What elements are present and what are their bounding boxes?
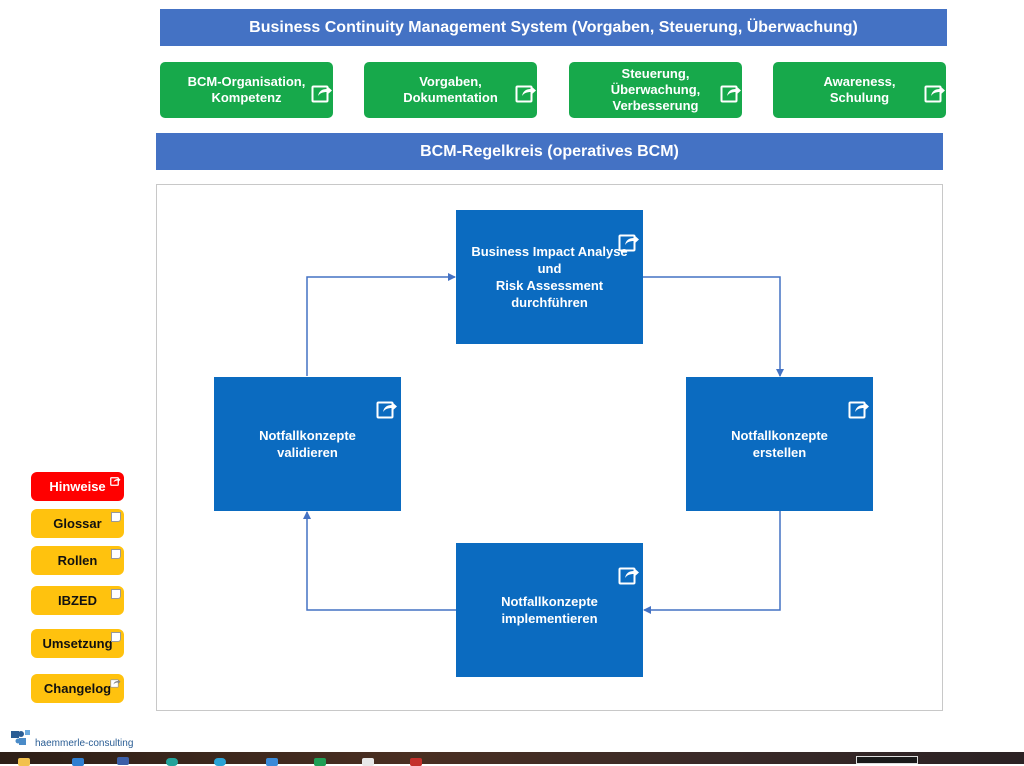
note-icon [111,512,121,522]
app-icon[interactable] [166,758,178,766]
pillar-label: BCM-Organisation, Kompetenz [187,74,306,105]
pillar-steuerung[interactable]: Steuerung, Überwachung, Verbesserung [569,62,742,118]
pillar-label: Awareness, Schulung [823,74,896,105]
page-title-text: Business Continuity Management System (V… [249,18,858,36]
button-label: Rollen [57,553,98,568]
puzzle-logo-icon [11,730,30,745]
step-business-impact-analyse[interactable]: Business Impact Analyse und Risk Assessm… [456,210,643,344]
thumbnail-preview[interactable] [856,756,918,764]
app-icon[interactable] [117,757,129,765]
glossar-button[interactable]: Glossar [31,509,124,538]
external-link-icon [110,474,121,486]
button-label: IBZED [58,593,97,608]
app-icon[interactable] [314,758,326,766]
logo-text: haemmerle-consulting [35,738,134,749]
app-icon[interactable] [410,758,422,766]
app-icon[interactable] [266,758,278,766]
note-icon [111,549,121,559]
button-label: Umsetzung [42,636,113,651]
external-link-icon[interactable] [720,65,741,103]
external-link-icon [110,676,121,688]
external-link-icon[interactable] [515,65,536,103]
company-logo: haemmerle-consulting [9,728,149,749]
app-icon[interactable] [72,758,84,766]
step-notfallkonzepte-implementieren[interactable]: Notfallkonzepte implementieren [456,543,643,677]
cycle-title: BCM-Regelkreis (operatives BCM) [156,133,943,170]
page-title: Business Continuity Management System (V… [160,9,947,46]
cycle-title-text: BCM-Regelkreis (operatives BCM) [420,142,679,160]
file-explorer-icon[interactable] [18,758,30,766]
changelog-button[interactable]: Changelog [31,674,124,703]
rollen-button[interactable]: Rollen [31,546,124,575]
step-notfallkonzepte-validieren[interactable]: Notfallkonzepte validieren [214,377,401,511]
umsetzung-button[interactable]: Umsetzung [31,629,124,658]
external-link-icon[interactable] [618,546,640,585]
step-notfallkonzepte-erstellen[interactable]: Notfallkonzepte erstellen [686,377,873,511]
external-link-icon[interactable] [618,213,640,252]
step-label: Business Impact Analyse und Risk Assessm… [471,244,628,310]
pillar-awareness[interactable]: Awareness, Schulung [773,62,946,118]
button-label: Glossar [53,516,102,531]
external-link-icon[interactable] [924,65,945,103]
note-icon [111,632,121,642]
hinweise-button[interactable]: Hinweise [31,472,124,501]
pillar-label: Vorgaben, Dokumentation [403,74,498,105]
pillar-label: Steuerung, Überwachung, Verbesserung [610,66,701,113]
step-label: Notfallkonzepte validieren [259,428,356,460]
browser-icon[interactable] [214,758,226,766]
external-link-icon[interactable] [311,65,332,103]
external-link-icon[interactable] [376,380,398,419]
external-link-icon[interactable] [848,380,870,419]
ibzed-button[interactable]: IBZED [31,586,124,615]
pillar-vorgaben[interactable]: Vorgaben, Dokumentation [364,62,537,118]
app-icon[interactable] [362,758,374,766]
taskbar [0,752,1024,766]
step-label: Notfallkonzepte erstellen [731,428,828,460]
pillar-bcm-organisation[interactable]: BCM-Organisation, Kompetenz [160,62,333,118]
step-label: Notfallkonzepte implementieren [501,594,598,626]
note-icon [111,589,121,599]
button-label: Changelog [43,681,112,696]
button-label: Hinweise [49,479,106,494]
